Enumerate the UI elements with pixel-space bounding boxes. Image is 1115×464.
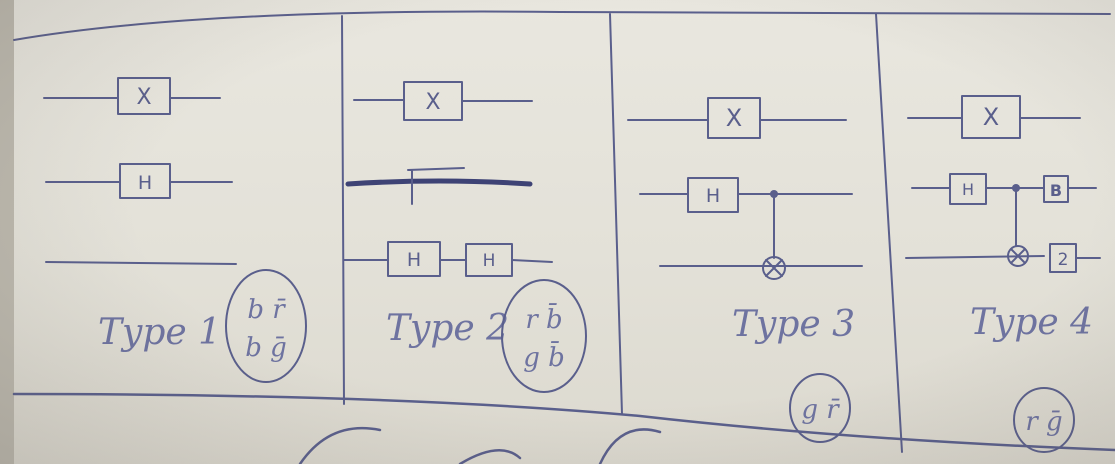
h-gate-2-label: H [483,251,496,271]
bottom-scribble-1 [298,426,382,464]
result-line-1: g r̄ [801,395,840,425]
x-gate [707,97,761,139]
x-gate-label: X [136,85,151,110]
target-cross [765,259,783,277]
b-gate-label: B [1050,181,1062,200]
divider-3 [875,13,903,453]
target-oplus [762,256,786,280]
target-cross [1010,248,1026,264]
divider-1 [341,15,345,405]
wire-2-bottom-right [511,259,553,263]
result-circle [225,269,307,383]
x-gate-label: X [983,103,999,131]
x-gate-label: X [425,90,440,115]
wire-4-bottom-left [905,255,1045,259]
x-gate-label: X [726,104,742,132]
h-gate-label: H [706,185,720,207]
h-gate-label: H [138,172,152,194]
h-gate-1-label: H [407,249,421,271]
bottom-border-line [12,392,1115,452]
divider-2 [609,13,623,415]
result-line-1: b r̄ [247,295,286,325]
panel-type-3: X H Type 3 g r̄ [627,97,863,443]
panel-type-2: X H H Type 2 r b̄ g b̄ [343,81,587,393]
result-circle [1013,387,1075,453]
panel-type-4: X H B 2 Type 4 r ḡ [905,95,1101,453]
result-line-2: g b̄ [523,340,565,373]
wire-2-mid-heavy [345,178,533,187]
result-line-1: r ḡ [1025,407,1062,437]
type-label: Type 2 [386,308,509,349]
result-line-2: b ḡ [245,333,287,363]
type-label: Type 4 [970,302,1093,343]
top-border-line [13,10,1111,41]
panel-type-1: X H Type 1 b r̄ b ḡ [43,77,307,383]
wire-1-bottom [45,261,237,265]
type-label: Type 1 [98,312,221,353]
paper-edge-shadow [0,0,14,464]
type-label: Type 3 [732,304,855,345]
h-gate-label: H [962,180,974,199]
result-circle [501,279,587,393]
target-oplus [1007,245,1029,267]
bottom-scribble-2 [458,449,522,464]
bottom-scribble-3 [598,428,662,464]
two-gate-label: 2 [1058,250,1069,270]
result-line-1: r b̄ [525,302,562,335]
result-circle [789,373,851,443]
x-gate [117,77,171,115]
partial-gate-mark [407,167,465,205]
